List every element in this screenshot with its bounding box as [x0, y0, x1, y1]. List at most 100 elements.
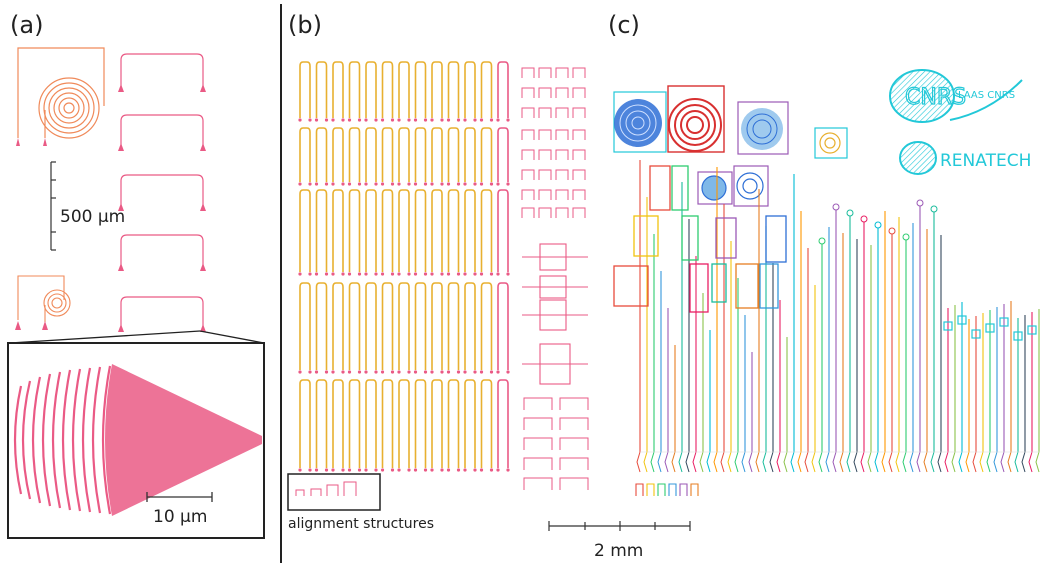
ring-loop	[559, 397, 589, 410]
coupler-dot	[298, 370, 302, 374]
taper	[706, 451, 711, 473]
waveguide-loop	[332, 379, 344, 468]
taper	[1014, 451, 1019, 473]
device-routing	[613, 160, 1040, 496]
waveguide-loop	[381, 61, 394, 118]
taper	[895, 451, 900, 473]
waveguide-loop	[315, 127, 328, 182]
small-ring-box	[999, 317, 1009, 327]
scale-label-2mm: 2 mm	[594, 541, 643, 561]
coupler-dot	[357, 182, 362, 186]
coupler-dot	[413, 182, 418, 186]
ring-head	[860, 215, 868, 223]
coupler-dot	[308, 272, 312, 276]
device-box	[681, 215, 699, 261]
ring-loop	[555, 129, 569, 140]
coupler-dot	[407, 118, 411, 122]
ring-head	[888, 227, 896, 235]
coupler-dot	[413, 272, 418, 276]
scale-label-500um: 500 µm	[60, 207, 125, 227]
waveguide-loop	[497, 189, 509, 272]
taper	[965, 451, 970, 473]
spiral-red	[667, 85, 725, 153]
waveguide-loop	[332, 189, 344, 272]
coupler-dot	[423, 272, 428, 276]
ring-loop	[538, 87, 552, 98]
taper	[790, 451, 795, 473]
panel-c-label: (c)	[608, 11, 640, 39]
waveguide-loop	[414, 127, 427, 182]
coupler-dot	[314, 272, 319, 276]
waveguide-loop	[480, 127, 493, 182]
coupler-dot	[506, 182, 510, 186]
small-ring-box	[943, 321, 953, 331]
coupler-dot	[456, 370, 461, 374]
waveguide-loop	[464, 127, 476, 182]
coupler-dot	[463, 370, 467, 374]
waveguide-loop	[381, 189, 394, 272]
coupler-dot	[506, 468, 510, 472]
ring-loop	[521, 107, 535, 118]
coupler-dot	[308, 182, 312, 186]
panel-c: (c)	[608, 11, 1040, 496]
waveguide-loop	[381, 379, 394, 468]
taper	[909, 451, 914, 473]
spiral-device-small	[17, 275, 71, 322]
waveguide-loop	[447, 282, 460, 370]
ring-loop	[559, 437, 589, 450]
taper	[741, 451, 746, 473]
coupler-dot	[479, 370, 484, 374]
ring-loop	[555, 67, 569, 78]
ring-loop	[523, 477, 553, 490]
coupler-dot	[440, 272, 444, 276]
taper	[755, 451, 760, 473]
coupler-dot	[413, 468, 418, 472]
waveguide-loop	[348, 61, 361, 118]
ring-loop	[559, 417, 589, 430]
taper	[797, 451, 802, 473]
device-box	[689, 263, 709, 313]
coupler-dot	[506, 272, 510, 276]
coupler-dot	[430, 182, 434, 186]
ring-loop	[559, 477, 589, 490]
taper	[776, 451, 781, 473]
coupler-dot	[506, 370, 510, 374]
panel-b: (b) alignment structures	[287, 11, 589, 532]
waveguide-loop	[447, 127, 460, 182]
coupler-dot	[298, 182, 302, 186]
coupler-dot	[489, 118, 494, 122]
ring-head	[818, 237, 826, 245]
device-box	[649, 165, 671, 211]
waveguide-loop	[315, 189, 328, 272]
coupler-dot	[357, 118, 362, 122]
pad-marker	[42, 321, 48, 330]
laas-logo-text: LAAS CNRS	[958, 90, 1015, 101]
coupler-dot	[489, 370, 494, 374]
cnrs-laas-logo: CNRS LAAS CNRS	[889, 69, 1023, 123]
coupler-dot	[331, 182, 335, 186]
inset-grating	[13, 365, 112, 515]
taper	[979, 451, 984, 473]
coupler-dot	[308, 468, 312, 472]
waveguide-loop	[464, 379, 476, 468]
spiral-small-set	[697, 127, 848, 207]
coupler-dot	[463, 118, 467, 122]
coupler-dot	[496, 370, 500, 374]
coupler-dot	[374, 370, 378, 374]
waveguide-loop	[431, 189, 443, 272]
ring-loop	[572, 207, 586, 218]
ring-loop	[559, 457, 589, 470]
taper	[874, 451, 879, 473]
scale-bar-2mm	[548, 521, 691, 531]
spiral-device-large	[17, 47, 105, 139]
ring-loop	[572, 107, 586, 118]
coupler-dot	[473, 468, 477, 472]
waveguide-loop	[464, 61, 476, 118]
taper	[958, 451, 963, 473]
waveguide-loop	[414, 189, 427, 272]
coupler-dot	[446, 468, 451, 472]
waveguide-loop	[348, 189, 361, 272]
taper	[762, 451, 767, 473]
coupler-dot	[456, 272, 461, 276]
waveguide-loop	[480, 282, 493, 370]
